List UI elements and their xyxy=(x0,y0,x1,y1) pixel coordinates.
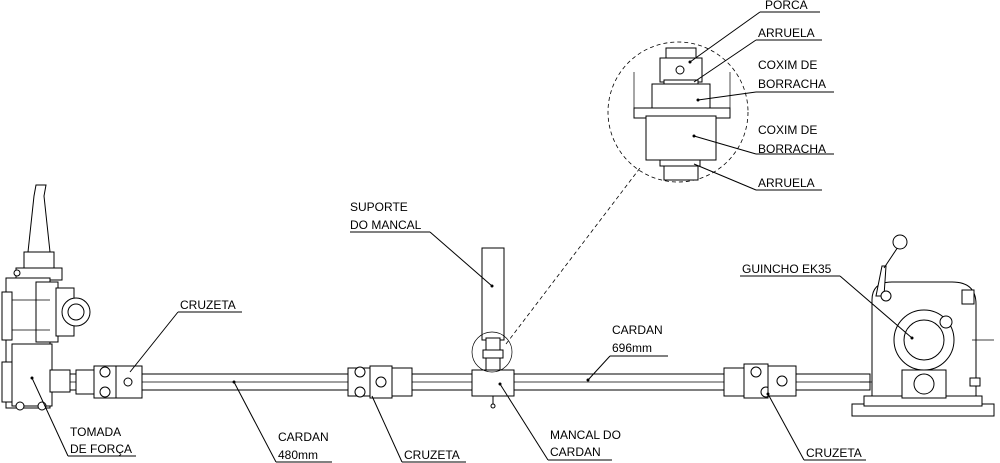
label-tomada-line2: DE FORÇA xyxy=(70,442,132,456)
label-coxim-2-line1: COXIM DE xyxy=(758,123,817,137)
label-coxim-1-line1: COXIM DE xyxy=(758,58,817,72)
label-cruzeta-right: CRUZETA xyxy=(806,446,862,460)
winch xyxy=(851,234,995,417)
detail-view xyxy=(505,41,749,345)
label-mancal-line2: CARDAN xyxy=(550,445,601,459)
label-cardan-480-line1: CARDAN xyxy=(278,430,329,444)
u-joint-left xyxy=(75,365,143,399)
label-suporte-line1: SUPORTE xyxy=(350,200,408,214)
label-cruzeta-mid: CRUZETA xyxy=(404,448,460,462)
label-guincho: GUINCHO EK35 xyxy=(742,262,832,276)
label-coxim-1-line2: BORRACHA xyxy=(758,77,826,91)
label-porca: PORCA xyxy=(765,0,808,12)
leader-lines xyxy=(30,11,914,463)
label-coxim-2-line2: BORRACHA xyxy=(758,142,826,156)
label-cardan-696-line1: CARDAN xyxy=(612,323,663,337)
label-suporte-line2: DO MANCAL xyxy=(350,218,422,232)
u-joint-mid xyxy=(347,365,413,399)
u-joint-right xyxy=(723,363,797,399)
label-cardan-480-line2: 480mm xyxy=(278,448,318,462)
label-arruela-bottom: ARRUELA xyxy=(758,176,815,190)
label-cruzeta-left: CRUZETA xyxy=(180,298,236,312)
label-tomada-line1: TOMADA xyxy=(70,425,121,439)
label-cardan-696-line2: 696mm xyxy=(612,341,652,355)
label-mancal-line1: MANCAL DO xyxy=(550,428,621,442)
label-arruela-top: ARRUELA xyxy=(758,26,815,40)
pto-unit xyxy=(1,184,91,411)
labels: PORCA ARRUELA COXIM DE BORRACHA COXIM DE… xyxy=(70,0,862,462)
bearing-support xyxy=(471,247,515,409)
